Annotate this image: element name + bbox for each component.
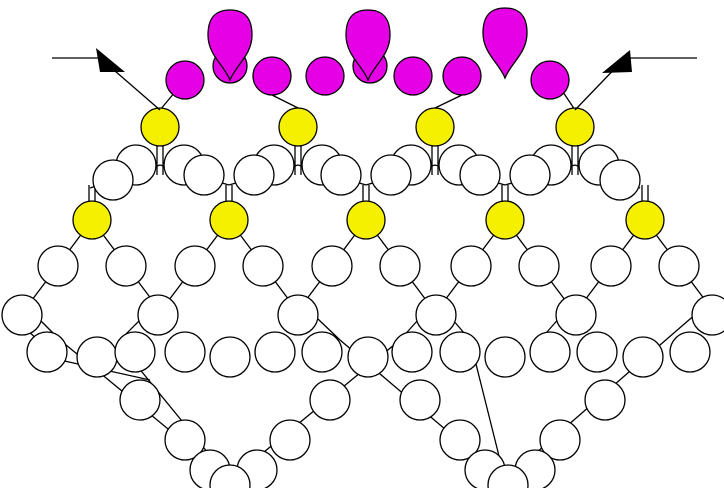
plain-bead: [311, 245, 353, 287]
plain-bead: [539, 419, 581, 461]
thread-line: [271, 94, 299, 109]
plain-bead: [164, 419, 206, 461]
plain-bead: [105, 245, 147, 287]
plain-bead: [183, 154, 225, 196]
yellow-bead-middle: [72, 200, 112, 240]
magenta-drop-bead: [482, 7, 528, 80]
magenta-round-bead: [165, 60, 205, 100]
plain-bead: [669, 331, 711, 373]
arrows: [52, 48, 697, 111]
plain-bead: [399, 379, 441, 421]
plain-bead: [1, 294, 43, 336]
yellow-bead-top: [278, 107, 318, 147]
magenta-round-bead: [442, 56, 482, 96]
yellow-beads: [72, 107, 665, 240]
plain-bead: [555, 294, 597, 336]
plain-bead: [254, 331, 296, 373]
plain-bead: [269, 419, 311, 461]
plain-bead: [209, 336, 251, 378]
magenta-round-bead: [530, 60, 570, 100]
plain-bead: [529, 331, 571, 373]
magenta-round-bead: [393, 56, 433, 96]
plain-bead: [320, 154, 362, 196]
plain-bead: [484, 336, 526, 378]
plain-bead: [242, 245, 284, 287]
plain-bead: [92, 159, 134, 201]
yellow-bead-top: [140, 107, 180, 147]
plain-bead: [576, 331, 618, 373]
yellow-bead-top: [415, 107, 455, 147]
thread-line: [434, 94, 463, 109]
plain-beads: [1, 144, 724, 488]
plain-bead: [599, 159, 641, 201]
plain-bead: [137, 294, 179, 336]
plain-bead: [277, 294, 319, 336]
plain-bead: [622, 336, 664, 378]
start-arrow-head: [96, 48, 125, 72]
plain-bead: [487, 464, 529, 488]
plain-bead: [450, 245, 492, 287]
plain-bead: [309, 379, 351, 421]
plain-bead: [691, 294, 724, 336]
end-arrow-head: [602, 50, 632, 73]
plain-bead: [37, 245, 79, 287]
plain-bead: [114, 331, 156, 373]
plain-bead: [76, 336, 118, 378]
plain-bead: [347, 336, 389, 378]
plain-bead: [370, 154, 412, 196]
yellow-bead-middle: [625, 200, 665, 240]
plain-bead: [301, 331, 343, 373]
plain-bead: [518, 245, 560, 287]
magenta-round-bead: [252, 56, 292, 96]
plain-bead: [439, 419, 481, 461]
plain-bead: [209, 464, 251, 488]
plain-bead: [119, 379, 161, 421]
magenta-round-bead: [305, 56, 345, 96]
plain-bead: [415, 294, 457, 336]
magenta-beads: [165, 7, 570, 100]
plain-bead: [459, 154, 501, 196]
yellow-bead-top: [555, 107, 595, 147]
yellow-bead-middle: [485, 200, 525, 240]
plain-bead: [658, 245, 700, 287]
plain-bead: [439, 331, 481, 373]
magenta-drop-bead: [345, 9, 391, 82]
plain-bead: [590, 245, 632, 287]
plain-bead: [233, 154, 275, 196]
plain-bead: [509, 154, 551, 196]
magenta-drop-bead: [207, 9, 253, 82]
plain-bead: [26, 331, 68, 373]
plain-bead: [379, 245, 421, 287]
yellow-bead-middle: [209, 200, 249, 240]
plain-bead: [584, 379, 626, 421]
plain-bead: [391, 331, 433, 373]
plain-bead: [164, 331, 206, 373]
plain-bead: [174, 245, 216, 287]
yellow-bead-middle: [346, 200, 386, 240]
